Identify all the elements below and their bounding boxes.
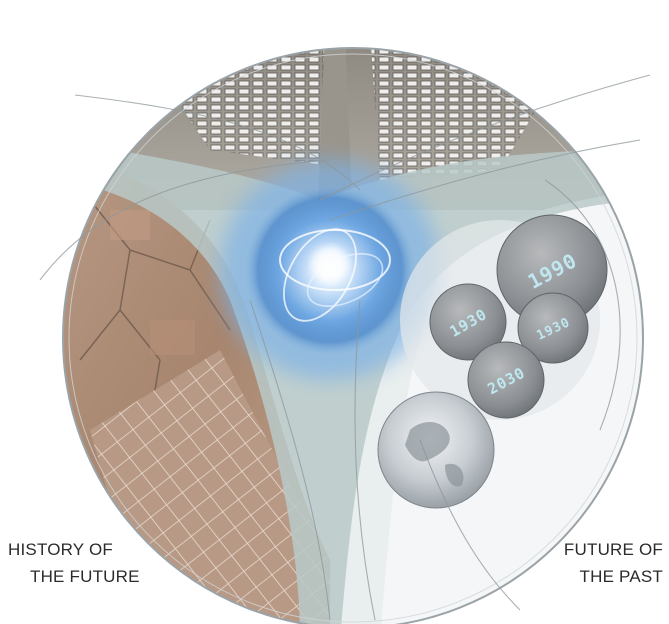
caption-history-of-the-future: HISTORY OF THE FUTURE xyxy=(8,536,140,590)
caption-right-line2: THE PAST xyxy=(564,563,663,590)
caption-right-line1: FUTURE OF xyxy=(564,536,663,563)
coin-icon: 2030 xyxy=(468,342,544,418)
caption-future-of-the-past: FUTURE OF THE PAST xyxy=(564,536,663,590)
earth-globe-icon xyxy=(378,392,494,508)
caption-left-line1: HISTORY OF xyxy=(8,536,140,563)
caption-left-line2: THE FUTURE xyxy=(8,563,140,590)
